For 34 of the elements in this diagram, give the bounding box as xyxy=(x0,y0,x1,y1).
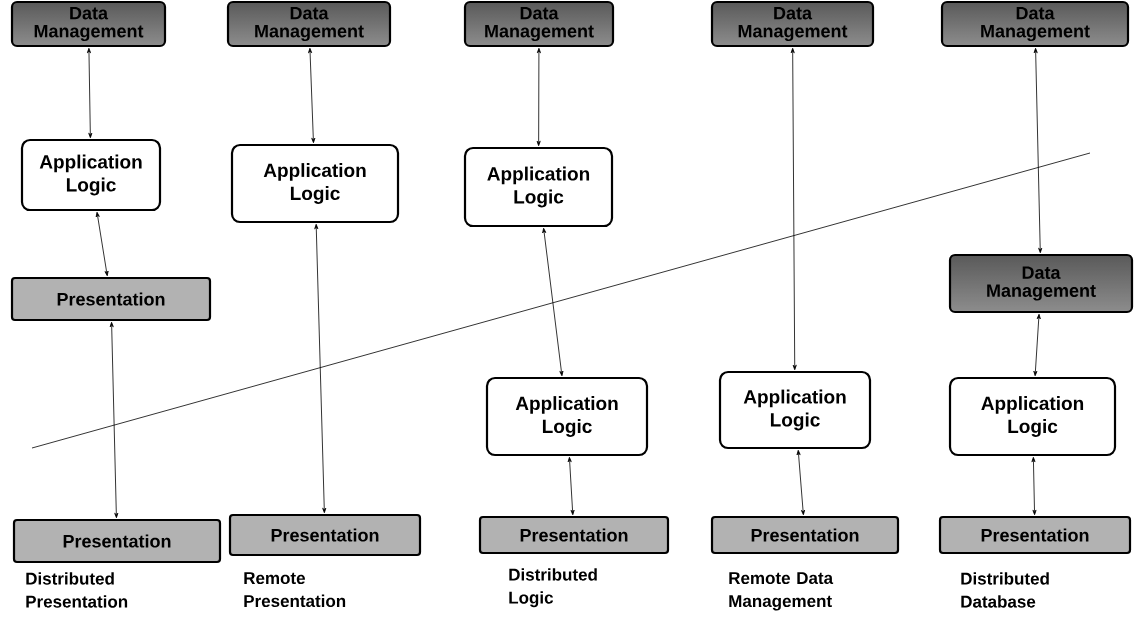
data-management-box: Data Management xyxy=(226,0,392,48)
application-logic-box: Application Logic xyxy=(485,376,649,457)
column-label: Distributed Database xyxy=(961,572,1049,608)
data-management-box: Data Management xyxy=(948,253,1134,314)
double-arrow xyxy=(1033,47,1043,254)
presentation-box: Presentation xyxy=(228,513,422,557)
application-logic-box: Application Logic xyxy=(948,376,1117,457)
data-management-box: Data Management xyxy=(463,0,615,48)
column-label: Remote Presentation xyxy=(244,572,346,608)
double-arrow xyxy=(1033,313,1041,377)
application-logic-box: Application Logic xyxy=(463,146,614,228)
application-logic-box: Application Logic xyxy=(718,370,872,450)
presentation-box: Presentation xyxy=(710,515,900,555)
data-management-box: Data Management xyxy=(10,0,167,48)
data-management-box: Data Management xyxy=(940,0,1130,48)
presentation-box: Presentation xyxy=(12,518,222,564)
presentation-box: Presentation xyxy=(478,515,670,555)
column-label: Remote Data Management xyxy=(729,572,834,611)
double-arrow xyxy=(308,47,316,144)
double-arrow xyxy=(536,47,541,147)
double-arrow xyxy=(109,321,119,519)
application-logic-box: Application Logic xyxy=(20,138,162,212)
application-logic-box: Application Logic xyxy=(230,143,400,224)
double-arrow xyxy=(796,449,806,516)
double-arrow xyxy=(86,47,93,139)
double-arrow xyxy=(95,211,109,277)
double-arrow xyxy=(567,456,575,516)
data-management-box: Data Management xyxy=(710,0,875,48)
double-arrow xyxy=(542,227,564,377)
double-arrow xyxy=(314,223,327,514)
presentation-box: Presentation xyxy=(938,515,1132,555)
presentation-box: Presentation xyxy=(10,276,212,322)
double-arrow xyxy=(790,47,797,371)
double-arrow xyxy=(1031,456,1037,516)
